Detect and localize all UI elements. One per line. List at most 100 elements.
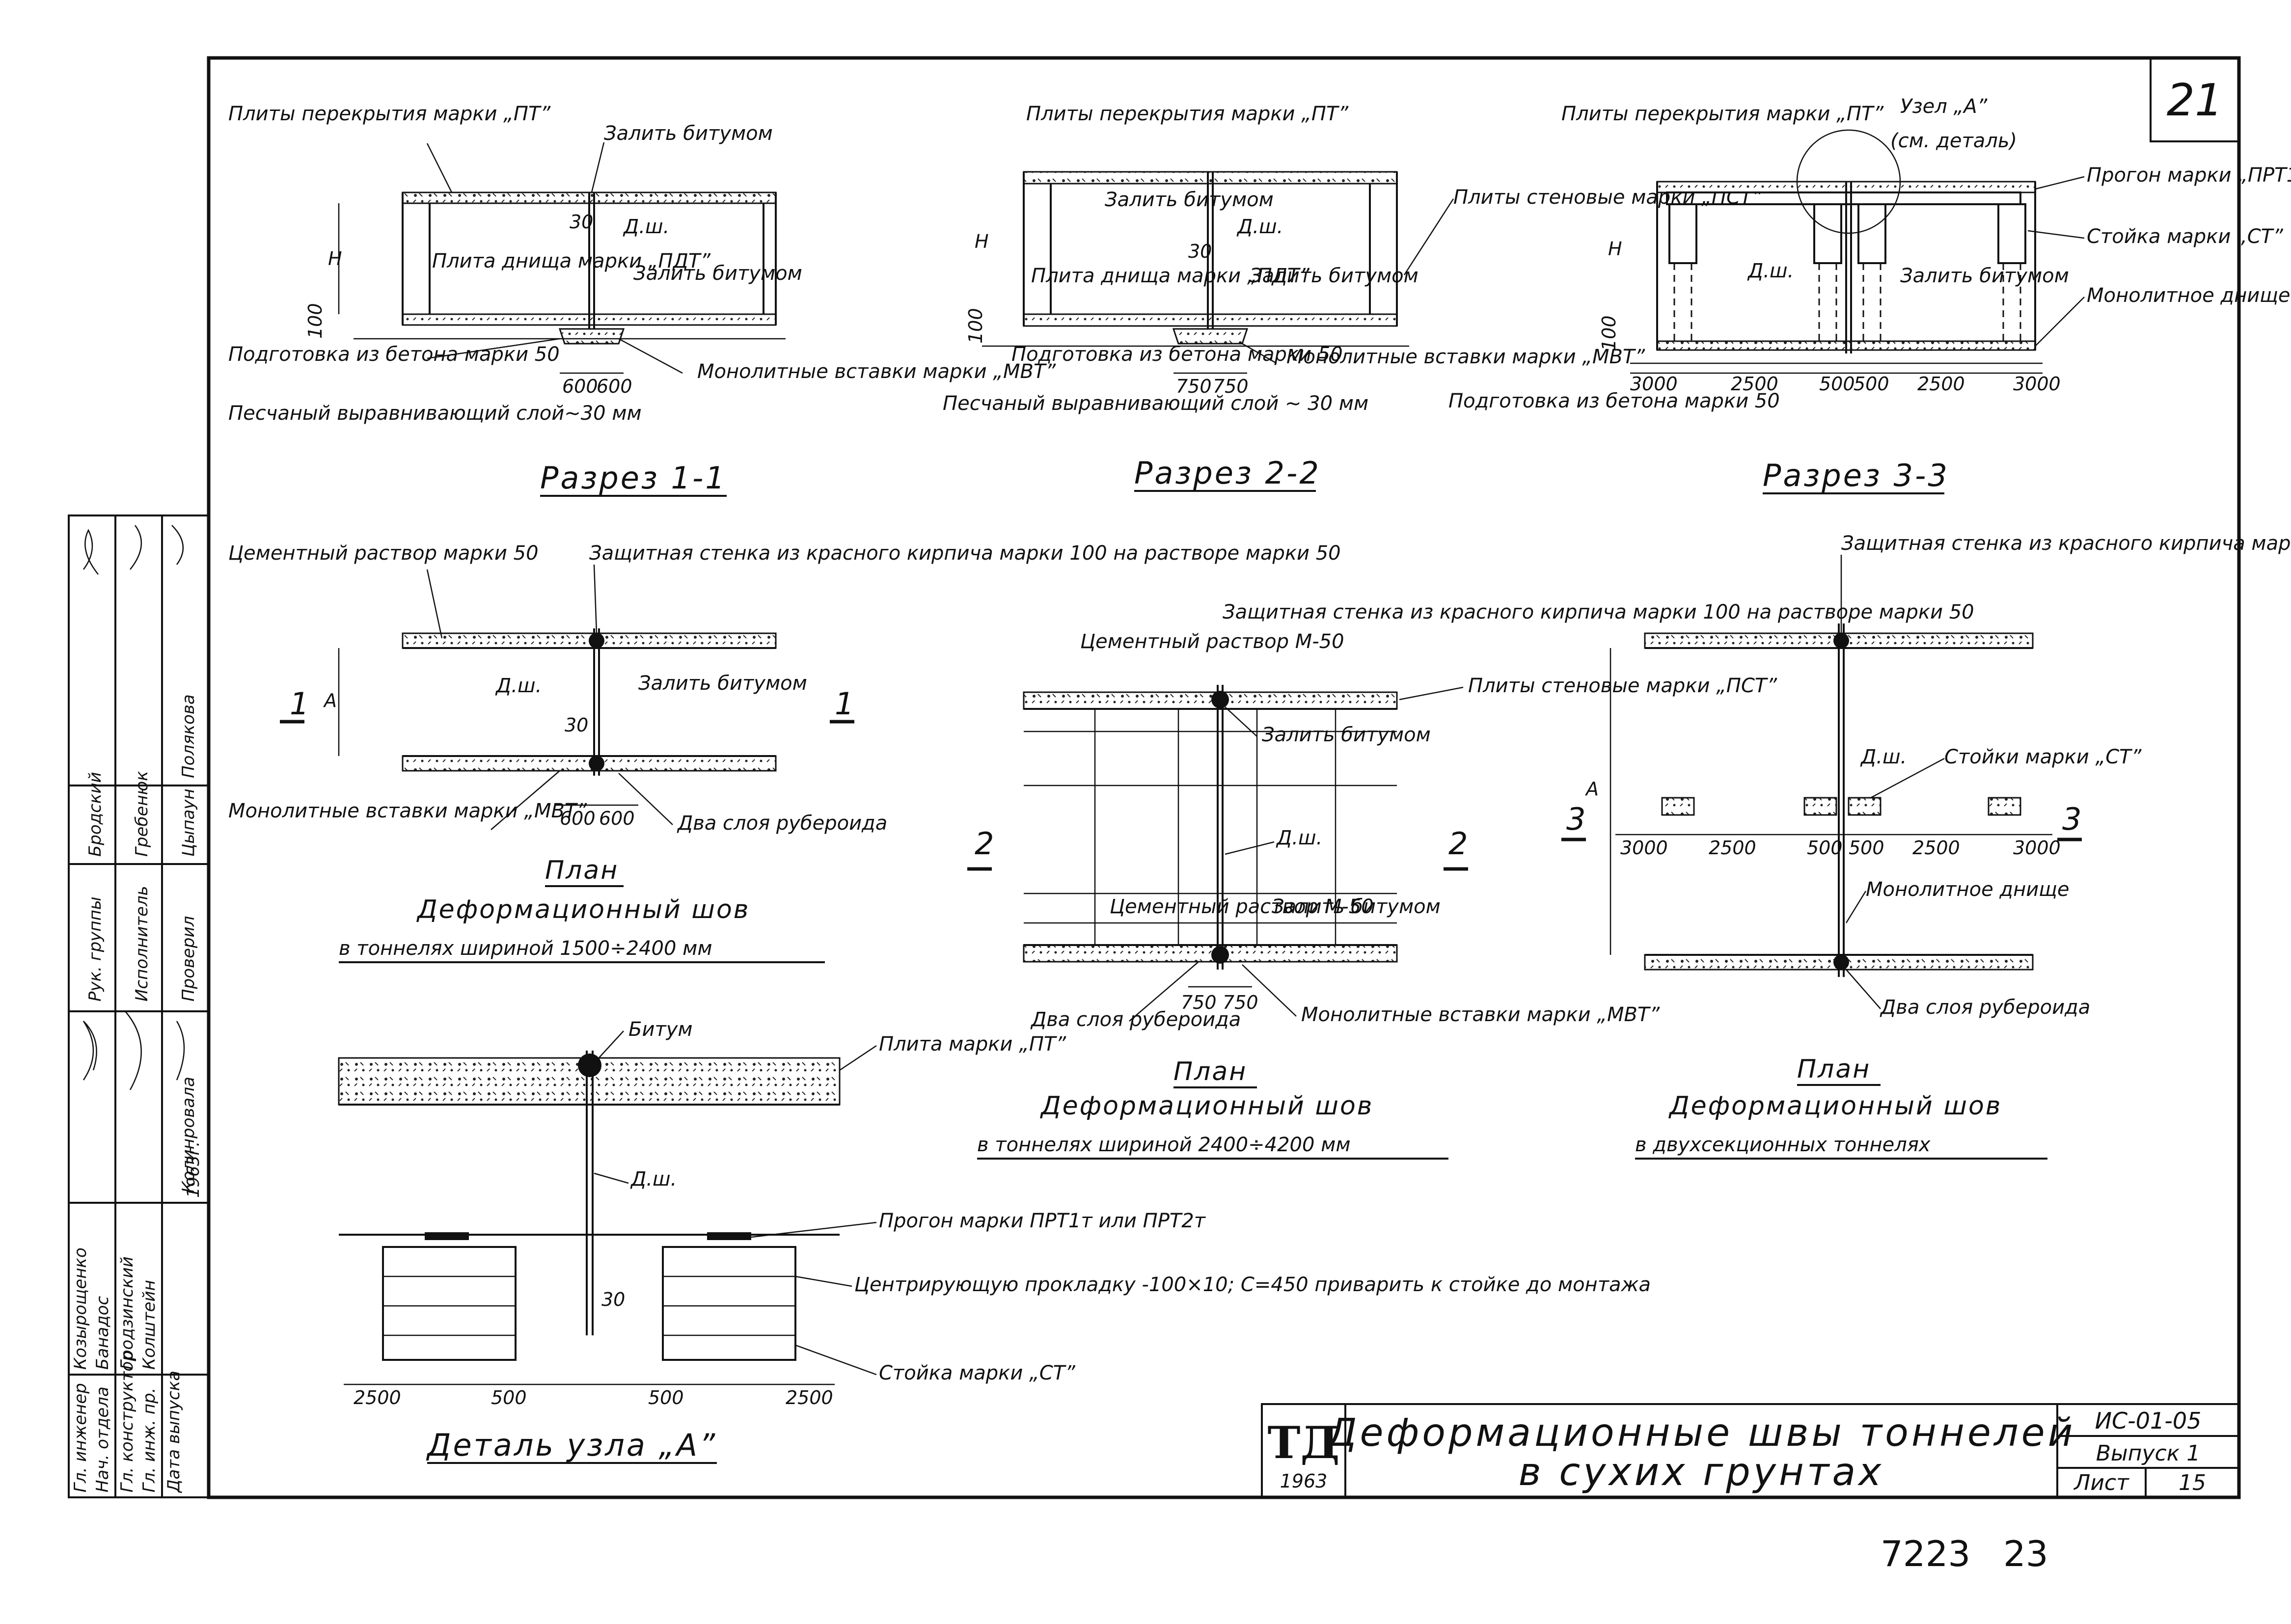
label-joint: Д.ш. bbox=[1747, 260, 1794, 282]
label-pad: Центрирующую прокладку -100×10; С=450 пр… bbox=[854, 1273, 1651, 1296]
stamp-logo: ТД bbox=[1268, 1417, 1340, 1469]
label-slabs: Плиты перекрытия марки „ПТ” bbox=[1561, 103, 1883, 125]
dim: 500 bbox=[1819, 373, 1855, 395]
label-floor: Монолитное днище bbox=[1866, 878, 2070, 901]
label-joint: Д.ш. bbox=[1276, 827, 1322, 849]
label-bitumen-top: Залить битумом bbox=[604, 122, 773, 145]
label-purlin: Прогон марки ПРТ1т или ПРТ2т bbox=[879, 1210, 1206, 1232]
dim: 2500 bbox=[1709, 837, 1756, 859]
dim-bottom: 100 bbox=[1598, 315, 1620, 351]
label-roofing: Два слоя рубероида bbox=[1030, 1008, 1241, 1031]
dim-gap: 30 bbox=[601, 1289, 625, 1310]
section-title: Разрез 2-2 bbox=[1134, 455, 1321, 491]
page-number: 21 bbox=[2167, 75, 2223, 126]
label-mortar-top: Цементный раствор М-50 bbox=[1080, 630, 1344, 653]
section-2-2: Н 100 30 750 750 Плиты перекрытия марки … bbox=[943, 103, 1762, 492]
dim: 750 bbox=[1223, 992, 1258, 1013]
label-fill-bitumen: Залить битумом bbox=[633, 262, 802, 285]
label-bottom-slab: Плита днища марки „ПДТ” bbox=[432, 250, 710, 272]
dim: 3000 bbox=[1620, 837, 1668, 859]
label-joint: Д.ш. bbox=[495, 675, 542, 697]
plan-title: План bbox=[1173, 1057, 1247, 1086]
section-mark: 3 bbox=[1566, 801, 1585, 837]
label-mortar-bottom: Цементный раствор М-50 bbox=[1110, 895, 1374, 918]
plan-3: А 3000 2500 500 500 2500 3000 3 3 Защитн… bbox=[1561, 532, 2291, 1160]
section-mark: 1 bbox=[290, 686, 309, 722]
label-fill-bitumen: Залить битумом bbox=[1900, 265, 2069, 287]
stamp-role: Рук. группы bbox=[85, 896, 105, 1001]
dim-a: А bbox=[1584, 778, 1599, 800]
section-3-3: Н 100 3000 2500 500 500 2500 3000 Плиты … bbox=[1448, 95, 2291, 494]
label-joint: Д.ш. bbox=[1236, 216, 1283, 238]
label-inserts: Монолитные вставки марки „МВТ” bbox=[1301, 1003, 1660, 1026]
stamp-role: Исполнитель bbox=[132, 886, 152, 1001]
stamp-name: Гродзинский bbox=[117, 1256, 137, 1370]
stamp-name: Бродский bbox=[85, 772, 105, 857]
label-wall: Защитная стенка из красного кирпича марк… bbox=[1223, 601, 1974, 623]
stamp-role: Гл. инженер bbox=[71, 1383, 90, 1492]
dim: 2500 bbox=[1912, 837, 1960, 859]
dim: 2500 bbox=[354, 1387, 401, 1408]
dim-h: Н bbox=[328, 248, 342, 270]
dim: 3000 bbox=[1630, 373, 1678, 395]
label-sand: Песчаный выравнивающий слой ~ 30 мм bbox=[943, 392, 1368, 415]
section-mark: 2 bbox=[1448, 826, 1468, 862]
dim: 750 bbox=[1181, 992, 1217, 1013]
dim: 750 bbox=[1176, 376, 1212, 397]
plan-2: 750 750 2 2 Цементный раствор М-50 Защит… bbox=[967, 601, 1974, 1160]
dim: 750 bbox=[1213, 376, 1249, 397]
plan-title: План bbox=[545, 856, 619, 885]
plan-subtitle: Деформационный шов bbox=[416, 895, 750, 924]
stamp-name: Цыпаун bbox=[179, 788, 198, 857]
dim: 2500 bbox=[1731, 373, 1778, 395]
label-inserts: Монолитные вставки марки „МВТ” bbox=[697, 360, 1056, 383]
stamp-role: Проверил bbox=[179, 916, 198, 1001]
label-slab: Плита марки „ПТ” bbox=[879, 1033, 1066, 1056]
dim: 500 bbox=[1849, 837, 1884, 859]
doc-code: ИС-01-05 bbox=[2095, 1407, 2202, 1434]
section-mark: 3 bbox=[2062, 801, 2081, 837]
label-purlin: Прогон марки „ПРТ1т” или „ПРТ2т” bbox=[2087, 164, 2291, 187]
dim: 600 bbox=[560, 808, 596, 829]
section-mark: 1 bbox=[835, 686, 854, 722]
dim: 500 bbox=[491, 1387, 527, 1408]
label-sand: Песчаный выравнивающий слой~30 мм bbox=[228, 402, 642, 425]
label-inserts: Монолитные вставки марки „МВТ” bbox=[1286, 346, 1645, 368]
sheet-label: Лист bbox=[2073, 1470, 2129, 1495]
sheet-subtitle: в сухих грунтах bbox=[1519, 1450, 1884, 1494]
dim-h: Н bbox=[1608, 238, 1622, 260]
label-fill-bitumen: Залить битумом bbox=[1250, 265, 1418, 287]
section-title: Разрез 1-1 bbox=[540, 460, 727, 496]
label-fill-bitumen-top: Залить битумом bbox=[1262, 724, 1431, 746]
label-mortar: Цементный раствор марки 50 bbox=[228, 542, 539, 565]
plan-subtitle: Деформационный шов bbox=[1668, 1091, 2002, 1121]
bottom-page: 23 bbox=[2003, 1533, 2048, 1574]
dim: 2500 bbox=[1917, 373, 1965, 395]
stamp-date: 1963г. bbox=[184, 1141, 203, 1198]
label-joint: Д.ш. bbox=[1860, 746, 1907, 768]
section-mark: 2 bbox=[975, 826, 994, 862]
dim: 500 bbox=[648, 1387, 684, 1408]
label-slabs: Плиты перекрытия марки „ПТ” bbox=[1026, 103, 1348, 125]
dim-gap: 30 bbox=[1188, 241, 1212, 262]
label-joint: Д.ш. bbox=[623, 216, 669, 238]
stamp-name: Колинровала bbox=[179, 1077, 198, 1193]
stamp-name: Полякова bbox=[179, 694, 198, 778]
stamp-role: Дата выпуска bbox=[164, 1371, 184, 1493]
dim: 3000 bbox=[2013, 837, 2061, 859]
side-stamp-table: Рук. группы Исполнитель Проверил Бродски… bbox=[68, 514, 210, 1498]
label-post: Стойка марки „СТ” bbox=[2087, 225, 2283, 248]
stamp-year: 1963 bbox=[1280, 1470, 1328, 1492]
label-roofing: Два слоя рубероида bbox=[677, 812, 887, 835]
section-1-1: Н 100 30 600 600 Плиты перекрытия марки … bbox=[228, 103, 1056, 497]
label-slabs: Плиты перекрытия марки „ПТ” bbox=[228, 103, 550, 125]
dim: 3000 bbox=[2013, 373, 2061, 395]
label-posts: Стойки марки „СТ” bbox=[1944, 746, 2142, 768]
issue: Выпуск 1 bbox=[2096, 1441, 2200, 1466]
dim-h: Н bbox=[975, 231, 989, 252]
dim: 600 bbox=[597, 376, 632, 397]
label-node: Узел „А” bbox=[1900, 95, 1988, 118]
sheet-no: 15 bbox=[2179, 1470, 2206, 1495]
dim: 500 bbox=[1854, 373, 1889, 395]
